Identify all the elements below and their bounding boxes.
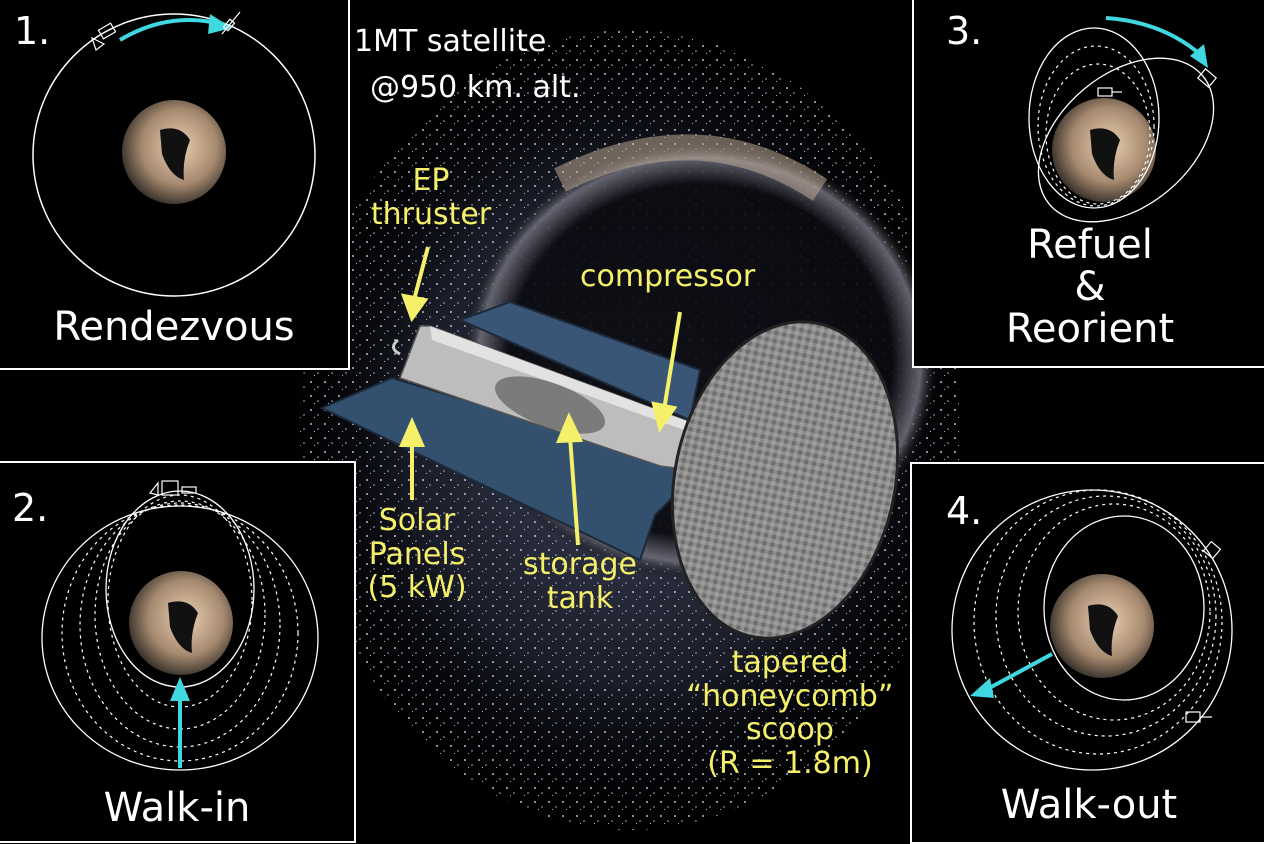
servicer-satellite-icon xyxy=(90,22,117,51)
satellite-icon xyxy=(148,480,197,496)
step-number: 2. xyxy=(12,486,49,530)
step-panel-refuel-reorient: 3. Refuel & Reorient xyxy=(912,0,1264,368)
step-panel-rendezvous: 1. Rendezvous xyxy=(0,0,350,370)
step-title: Refuel & Reorient xyxy=(914,224,1264,350)
label-solar-panels: Solar Panels (5 kW) xyxy=(367,503,467,606)
step-number: 4. xyxy=(946,489,983,533)
label-compressor: compressor xyxy=(580,259,756,294)
honeycomb-scoop xyxy=(670,320,900,640)
target-satellite-icon xyxy=(221,11,241,35)
cyan-arrowhead xyxy=(170,677,190,701)
step-number: 3. xyxy=(946,9,983,53)
satellite-icon xyxy=(1097,68,1218,97)
step-number: 1. xyxy=(14,9,51,53)
label-ep-thruster: EP thruster xyxy=(370,163,492,232)
callout-arrows xyxy=(398,246,682,546)
orbit-diagram-walk-in xyxy=(41,480,319,771)
satellite-icon xyxy=(1185,540,1222,723)
orbit-diagram-refuel xyxy=(1028,16,1218,223)
cyan-arrowhead xyxy=(1190,44,1208,68)
title-line-refuel: Refuel xyxy=(1027,222,1153,268)
solar-panel-upper xyxy=(457,300,702,422)
step-title: Rendezvous xyxy=(53,304,295,350)
satellite-callout-line1: 1MT satellite xyxy=(354,24,547,59)
step-title: Walk-in xyxy=(103,785,251,831)
label-honeycomb-scoop: tapered “honeycomb” scoop (R = 1.8m) xyxy=(686,645,894,781)
ep-thruster-nozzle xyxy=(392,338,401,356)
cyan-arrowhead xyxy=(970,678,994,698)
orbit-diagram-rendezvous xyxy=(32,11,316,297)
label-storage-tank: storage tank xyxy=(523,547,637,616)
orbit-ring xyxy=(32,13,316,297)
step-panel-walk-out: 4. Walk-out xyxy=(910,462,1264,844)
storage-tank xyxy=(494,376,606,434)
step-panel-walk-in: 2. Walk-in xyxy=(0,461,356,843)
orbit-diagram-walk-out xyxy=(951,489,1233,771)
step-title: Walk-out xyxy=(1000,782,1178,828)
satellite-callout-line2: @950 km. alt. xyxy=(370,70,581,105)
title-line-reorient: Reorient xyxy=(1005,306,1175,352)
title-line-ampersand: & xyxy=(1074,264,1106,310)
